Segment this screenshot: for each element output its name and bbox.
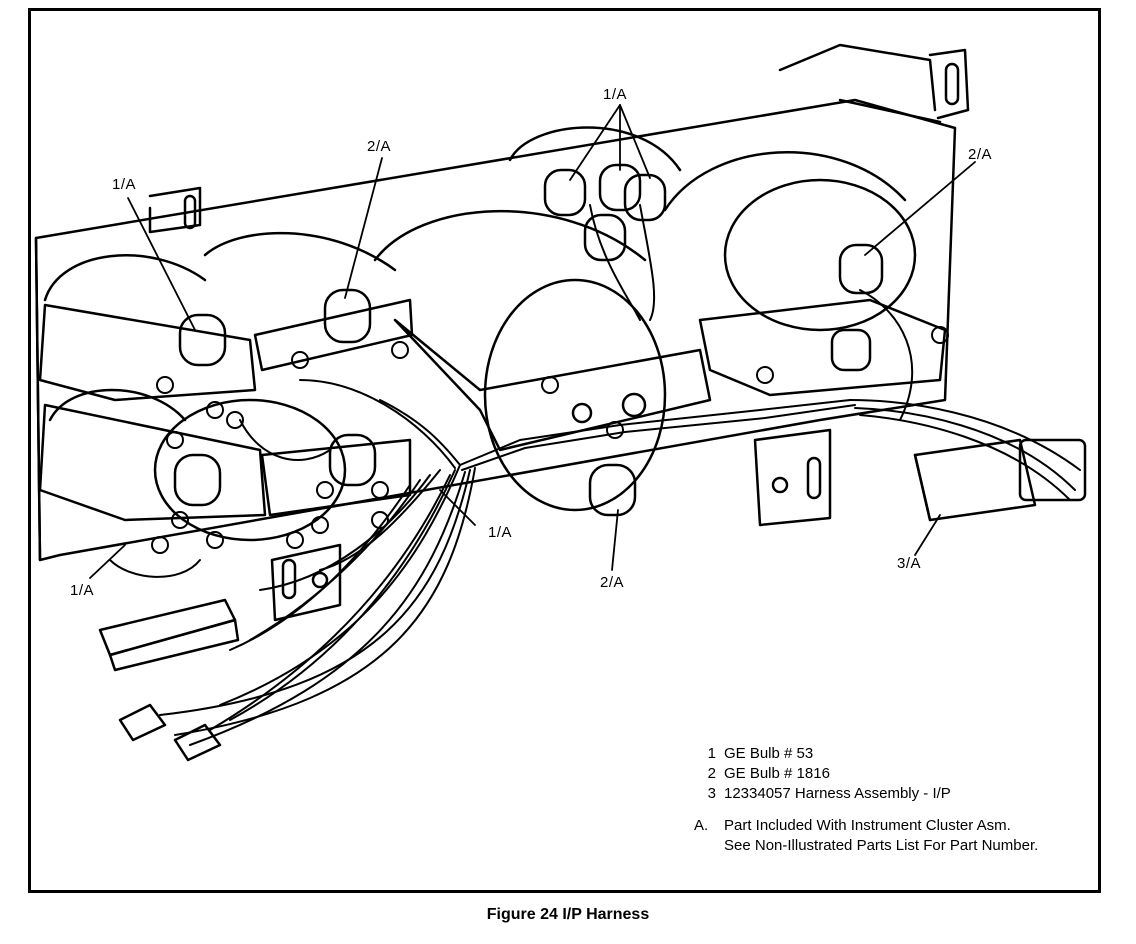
terminal-studs [151, 326, 949, 554]
legend-note: A. Part Included With Instrument Cluster … [694, 816, 1038, 856]
legend-item: 3 12334057 Harness Assembly - I/P [694, 784, 1038, 804]
callout-label: 2/A [367, 138, 392, 155]
legend-text: GE Bulb # 1816 [724, 765, 830, 782]
callout-label: 1/A [603, 86, 628, 103]
mounting-brackets [38, 298, 947, 622]
callout-label: 2/A [600, 574, 625, 591]
legend-text: 12334057 Harness Assembly - I/P [724, 785, 951, 802]
note-letter: A. [694, 817, 709, 834]
legend-text: GE Bulb # 53 [724, 745, 814, 762]
note-line-2: See Non-Illustrated Parts List For Part … [724, 837, 1039, 854]
legend-number: 3 [707, 785, 716, 802]
callout-label: 1/A [112, 176, 137, 193]
bulb-sockets [173, 163, 884, 517]
connectors [98, 438, 1087, 762]
note-line-1: Part Included With Instrument Cluster As… [724, 817, 1011, 834]
callout-label: 1/A [488, 524, 513, 541]
callout-label: 2/A [968, 146, 993, 163]
callout-label: 1/A [70, 582, 95, 599]
gauge-housings [43, 126, 917, 542]
wire-harness [109, 204, 1081, 746]
parts-legend: 1 GE Bulb # 53 2 GE Bulb # 1816 3 12334057 … [694, 744, 1038, 856]
figure-frame [28, 8, 1101, 893]
leader-lines [89, 104, 976, 579]
figure-caption: Figure 24 I/P Harness [486, 906, 650, 923]
legend-number: 1 [707, 745, 716, 762]
legend-item: 2 GE Bulb # 1816 [694, 764, 1038, 784]
legend-number: 2 [707, 765, 716, 782]
legend-item: 1 GE Bulb # 53 [694, 744, 1038, 764]
callout-label: 3/A [897, 555, 922, 572]
